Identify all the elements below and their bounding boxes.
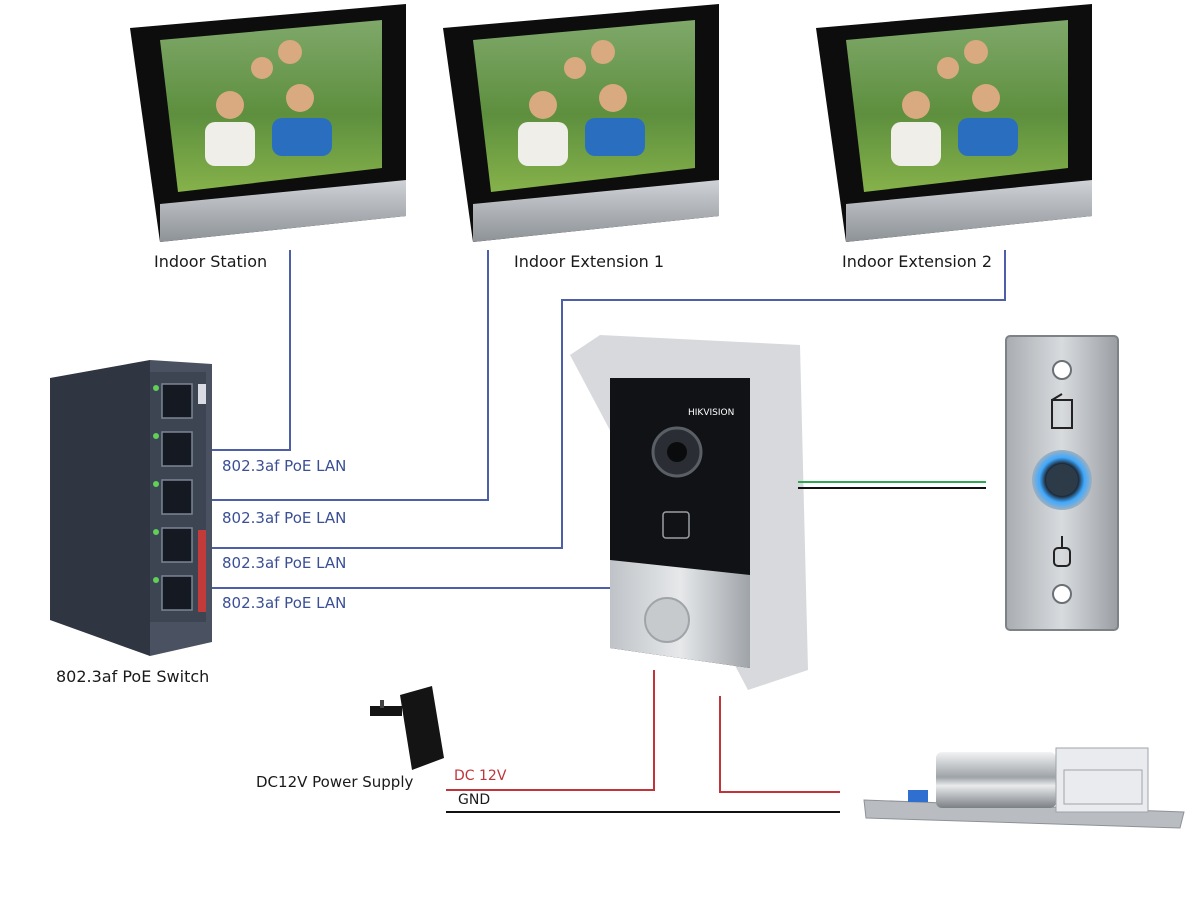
indoor-extension-2-label: Indoor Extension 2 <box>842 252 993 271</box>
lan-wire-extension-1 <box>180 250 489 501</box>
exit-button <box>798 335 1119 631</box>
dc-wire <box>446 670 655 791</box>
call-button-icon <box>644 597 690 643</box>
indoor-extension-1-monitor <box>443 4 719 242</box>
door-open-icon <box>1051 393 1073 429</box>
lan-label-4: 802.3af PoE LAN <box>222 594 347 612</box>
switch-port-4 <box>161 527 193 563</box>
switch-port-1 <box>161 383 193 419</box>
gnd-label: GND <box>458 792 491 808</box>
switch-port-2 <box>161 431 193 467</box>
hand-press-icon <box>1053 536 1071 567</box>
dc-12v-label: DC 12V <box>454 768 507 784</box>
indoor-extension-1-label: Indoor Extension 1 <box>514 252 665 271</box>
poe-switch-label: 802.3af PoE Switch <box>56 667 210 686</box>
switch-port-3 <box>161 479 193 515</box>
switch-port-5 <box>161 575 193 611</box>
poe-switch <box>50 360 212 656</box>
lan-label-2: 802.3af PoE LAN <box>222 509 347 527</box>
lan-wires <box>180 250 1006 589</box>
indoor-extension-2-monitor <box>816 4 1092 242</box>
electric-lock <box>863 747 1185 829</box>
dc-power-supply <box>370 686 444 770</box>
plug-icon <box>370 706 402 716</box>
lan-label-3: 802.3af PoE LAN <box>222 554 347 572</box>
door-station: HIKVISION <box>570 335 808 690</box>
door-station-brand: HIKVISION <box>688 408 734 418</box>
card-reader-icon <box>662 511 690 539</box>
lan-wire-extension-2 <box>180 250 1006 549</box>
lock-wire-red <box>719 696 840 793</box>
indoor-station-monitor <box>130 4 406 242</box>
power-wires <box>446 670 840 813</box>
lan-label-1: 802.3af PoE LAN <box>222 457 347 475</box>
power-supply-label: DC12V Power Supply <box>256 773 414 791</box>
indoor-station-label: Indoor Station <box>154 252 268 271</box>
lan-wire-indoor-station <box>180 250 291 451</box>
